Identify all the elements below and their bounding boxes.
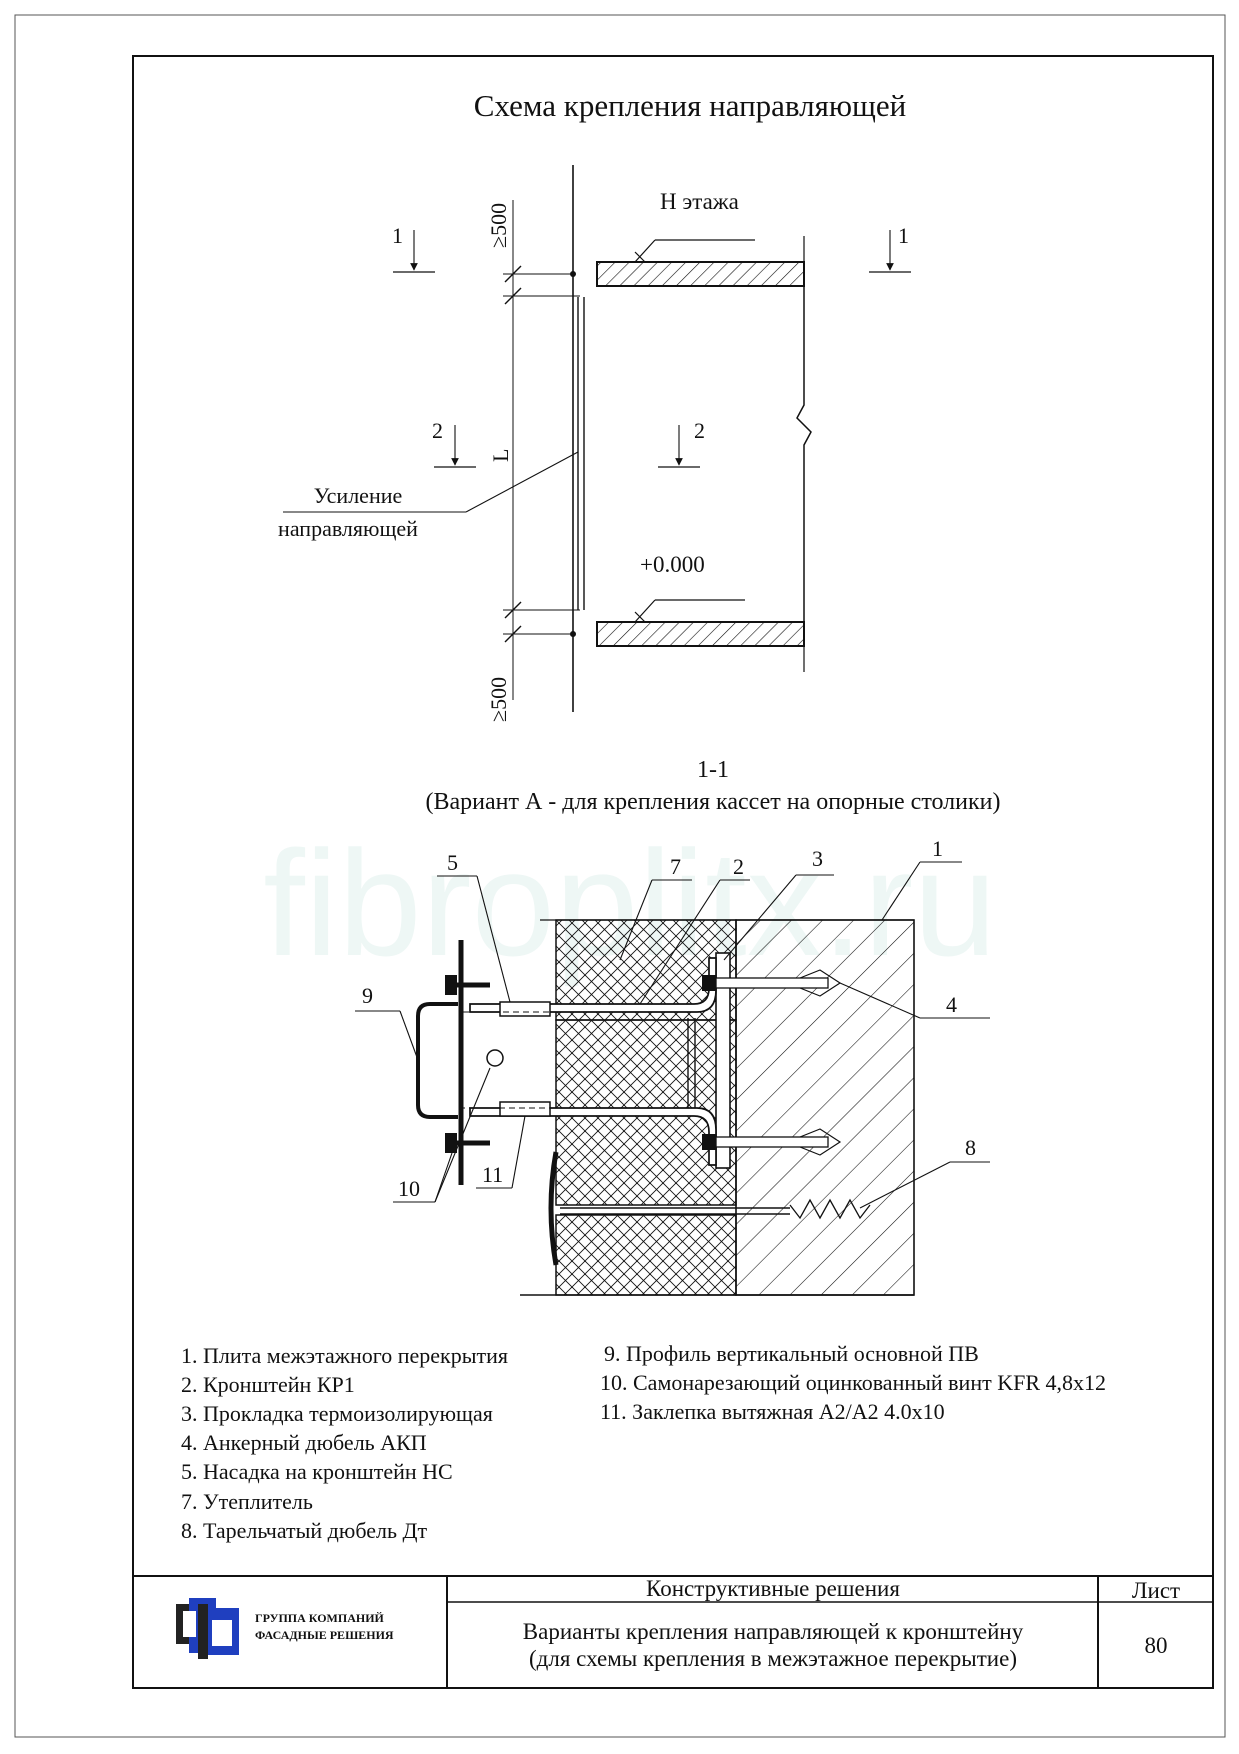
legend-item: 10. Самонарезающий оцинкованный винт KFR…: [600, 1370, 1106, 1395]
legend-item: 5. Насадка на кронштейн НС: [181, 1459, 453, 1484]
callout-1: 1: [881, 836, 962, 921]
svg-text:7: 7: [670, 854, 681, 879]
section-subtitle: (Вариант А - для крепления кассет на опо…: [425, 789, 1000, 815]
bracket-bottom: [469, 1107, 717, 1166]
drawing-title-2: (для схемы крепления в межэтажное перекр…: [529, 1646, 1017, 1671]
svg-text:2: 2: [694, 418, 705, 443]
dim-top: ≥500: [486, 203, 511, 248]
disc-dowel: [548, 1151, 871, 1266]
legend-item: 1. Плита межэтажного перекрытия: [181, 1343, 508, 1368]
company-logo: [176, 1598, 239, 1659]
section-mark-1-left: 1: [392, 223, 435, 273]
svg-text:5: 5: [447, 850, 458, 875]
bracket-cap-top: [499, 1001, 551, 1017]
legend-left: 1. Плита межэтажного перекрытия 2. Кронш…: [181, 1343, 508, 1543]
title-block: ГРУППА КОМПАНИЙ ФАСАДНЫЕ РЕШЕНИЯ Констру…: [133, 1575, 1213, 1688]
section-mark-2-right: 2: [658, 418, 705, 468]
callout-5: 5: [437, 850, 511, 1003]
section-mark-2-left: 2: [432, 418, 476, 468]
callout-4: 4: [839, 982, 990, 1019]
callout-10: 10: [393, 1067, 491, 1203]
svg-text:1: 1: [898, 223, 909, 248]
vertical-profile: [416, 1002, 458, 1119]
sheet-number: 80: [1145, 1633, 1168, 1658]
svg-text:1: 1: [392, 223, 403, 248]
insulation-bottom: [555, 1214, 737, 1296]
thermal-pad: [715, 952, 731, 1169]
svg-text:3: 3: [812, 846, 823, 871]
level-label: +0.000: [640, 552, 705, 577]
legend-item: 3. Прокладка термоизолирующая: [181, 1401, 493, 1426]
callout-7: 7: [619, 854, 692, 961]
svg-text:8: 8: [965, 1135, 976, 1160]
dim-bottom: ≥500: [486, 677, 511, 722]
drawing-frame: [132, 55, 1214, 1689]
floor-height-label: Н этажа: [660, 189, 739, 214]
drawing-title-1: Варианты крепления направляющей к кроншт…: [523, 1619, 1024, 1644]
bracket-top: [469, 957, 717, 1013]
top-slab: [596, 261, 805, 287]
svg-text:10: 10: [398, 1176, 420, 1201]
legend-item: 8. Тарельчатый дюбель Дт: [181, 1518, 428, 1543]
anchor-top: [702, 969, 842, 997]
bottom-slab: [596, 621, 805, 647]
svg-text:1: 1: [932, 836, 943, 861]
legend-item: 4. Анкерный дюбель АКП: [181, 1430, 427, 1455]
section-1-1-drawing: 5 7 2 3 1 4 9: [355, 836, 990, 1296]
reinforcement-label-2: направляющей: [278, 516, 418, 541]
legend-item: 2. Кронштейн КР1: [181, 1372, 355, 1397]
legend-item: 11. Заклепка вытяжная А2/А2 4.0x10: [600, 1399, 945, 1424]
anchor-bottom: [702, 1128, 842, 1156]
dim-length: L: [488, 449, 513, 462]
callout-3: 3: [723, 846, 834, 961]
page-title: Схема крепления направляющей: [474, 88, 907, 123]
callout-11: 11: [476, 1115, 526, 1189]
company-name-2: ФАСАДНЫЕ РЕШЕНИЯ: [255, 1628, 394, 1642]
legend-item: 7. Утеплитель: [181, 1489, 313, 1514]
outer-frame: [14, 14, 1226, 1738]
bracket-cap-bottom: [499, 1101, 551, 1117]
section-mark-1-right: 1: [869, 223, 911, 273]
mounting-scheme: ≥500 ≥500 L Н этажа +0.000 1 1 2: [278, 165, 911, 722]
callout-9: 9: [355, 983, 419, 1061]
svg-text:9: 9: [362, 983, 373, 1008]
company-name-1: ГРУППА КОМПАНИЙ: [255, 1611, 385, 1625]
sheet-label: Лист: [1132, 1578, 1180, 1603]
callout-2: 2: [639, 854, 750, 1005]
callout-8: 8: [859, 1135, 990, 1209]
legend-item: 9. Профиль вертикальный основной ПВ: [604, 1341, 979, 1366]
section-title: 1-1: [697, 757, 729, 783]
screw-bottom: [445, 1133, 490, 1153]
section-name: Конструктивные решения: [646, 1576, 900, 1601]
reinforcement-label-1: Усиление: [314, 483, 403, 508]
svg-text:4: 4: [946, 992, 957, 1017]
svg-text:2: 2: [432, 418, 443, 443]
svg-text:11: 11: [482, 1162, 503, 1187]
screw-top: [445, 975, 490, 995]
legend-right: 9. Профиль вертикальный основной ПВ 10. …: [600, 1341, 1106, 1424]
svg-text:2: 2: [733, 854, 744, 879]
concrete-slab: [735, 919, 915, 1296]
